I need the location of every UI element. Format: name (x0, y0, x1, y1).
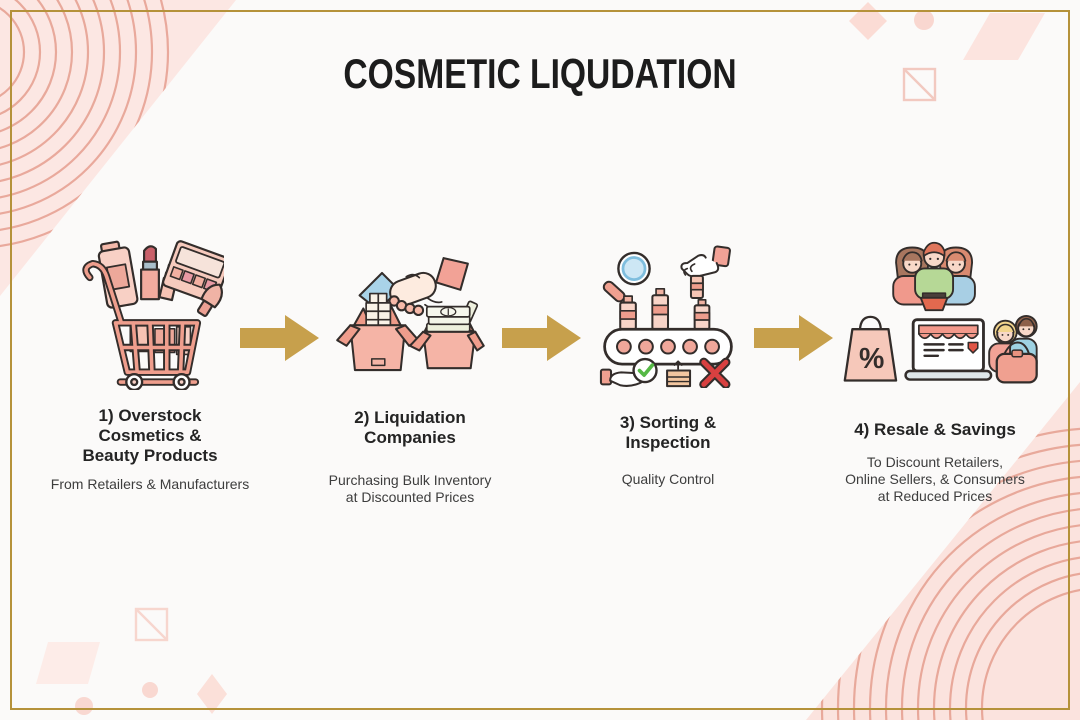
step-3-subtext: Quality Control (621, 471, 715, 487)
handshake-over-boxes-icon (307, 243, 513, 385)
approve-hand-check (599, 357, 658, 387)
shopping-cart-with-cosmetics-icon (28, 232, 272, 390)
lipstick (140, 245, 160, 301)
box-of-inventory (336, 292, 420, 372)
flow-arrow-3 (754, 315, 833, 361)
discount-bag: % (843, 315, 897, 382)
shoppers-stores-and-savings-icon: % (823, 238, 1047, 390)
flow-arrow-2 (502, 315, 581, 361)
cart-wheels (125, 372, 191, 390)
step-4-resale: % (823, 238, 1047, 505)
step-4-subtext: To Discount Retailers, Online Sellers, &… (845, 454, 1025, 504)
hand-picking-product (680, 245, 731, 299)
sorted-box (666, 360, 692, 388)
page-title: COSMETIC LIQUDATION (343, 50, 737, 97)
step-4-heading: 4) Resale & Savings (854, 420, 1016, 439)
consumer-group (891, 241, 976, 312)
svg-text:%: % (859, 343, 884, 375)
step-1-subtext: From Retailers & Manufacturers (50, 476, 250, 492)
step-3-sorting: 3) Sorting & Inspection Quality Control (566, 241, 770, 488)
reseller-couple (987, 314, 1038, 384)
step-2-liquidation: 2) Liquidation Companies Purchasing Bulk… (307, 243, 513, 506)
step-1-overstock: 1) Overstock Cosmetics & Beauty Products… (28, 232, 272, 493)
flow-arrow-1 (240, 315, 319, 361)
corner-triangle-top-left (0, 0, 236, 296)
step-2-heading: 2) Liquidation Companies (354, 408, 466, 447)
arc-lines-top-left (0, 0, 170, 250)
scatter-shapes-bottom-left (36, 607, 227, 715)
online-store-laptop (903, 318, 992, 381)
step-3-heading: 3) Sorting & Inspection (619, 413, 717, 452)
makeup-brush (196, 283, 223, 317)
step-2-subtext: Purchasing Bulk Inventory at Discounted … (328, 472, 492, 505)
reject-x-icon (699, 357, 731, 388)
step-1-heading: 1) Overstock Cosmetics & Beauty Products (82, 406, 218, 465)
bottles-on-belt (619, 287, 711, 331)
conveyor-belt (603, 327, 733, 366)
box-of-money (408, 300, 485, 370)
corner-triangle-bottom-right (806, 382, 1080, 720)
conveyor-belt-inspection-icon (566, 241, 770, 388)
magnifier-icon (602, 251, 651, 303)
